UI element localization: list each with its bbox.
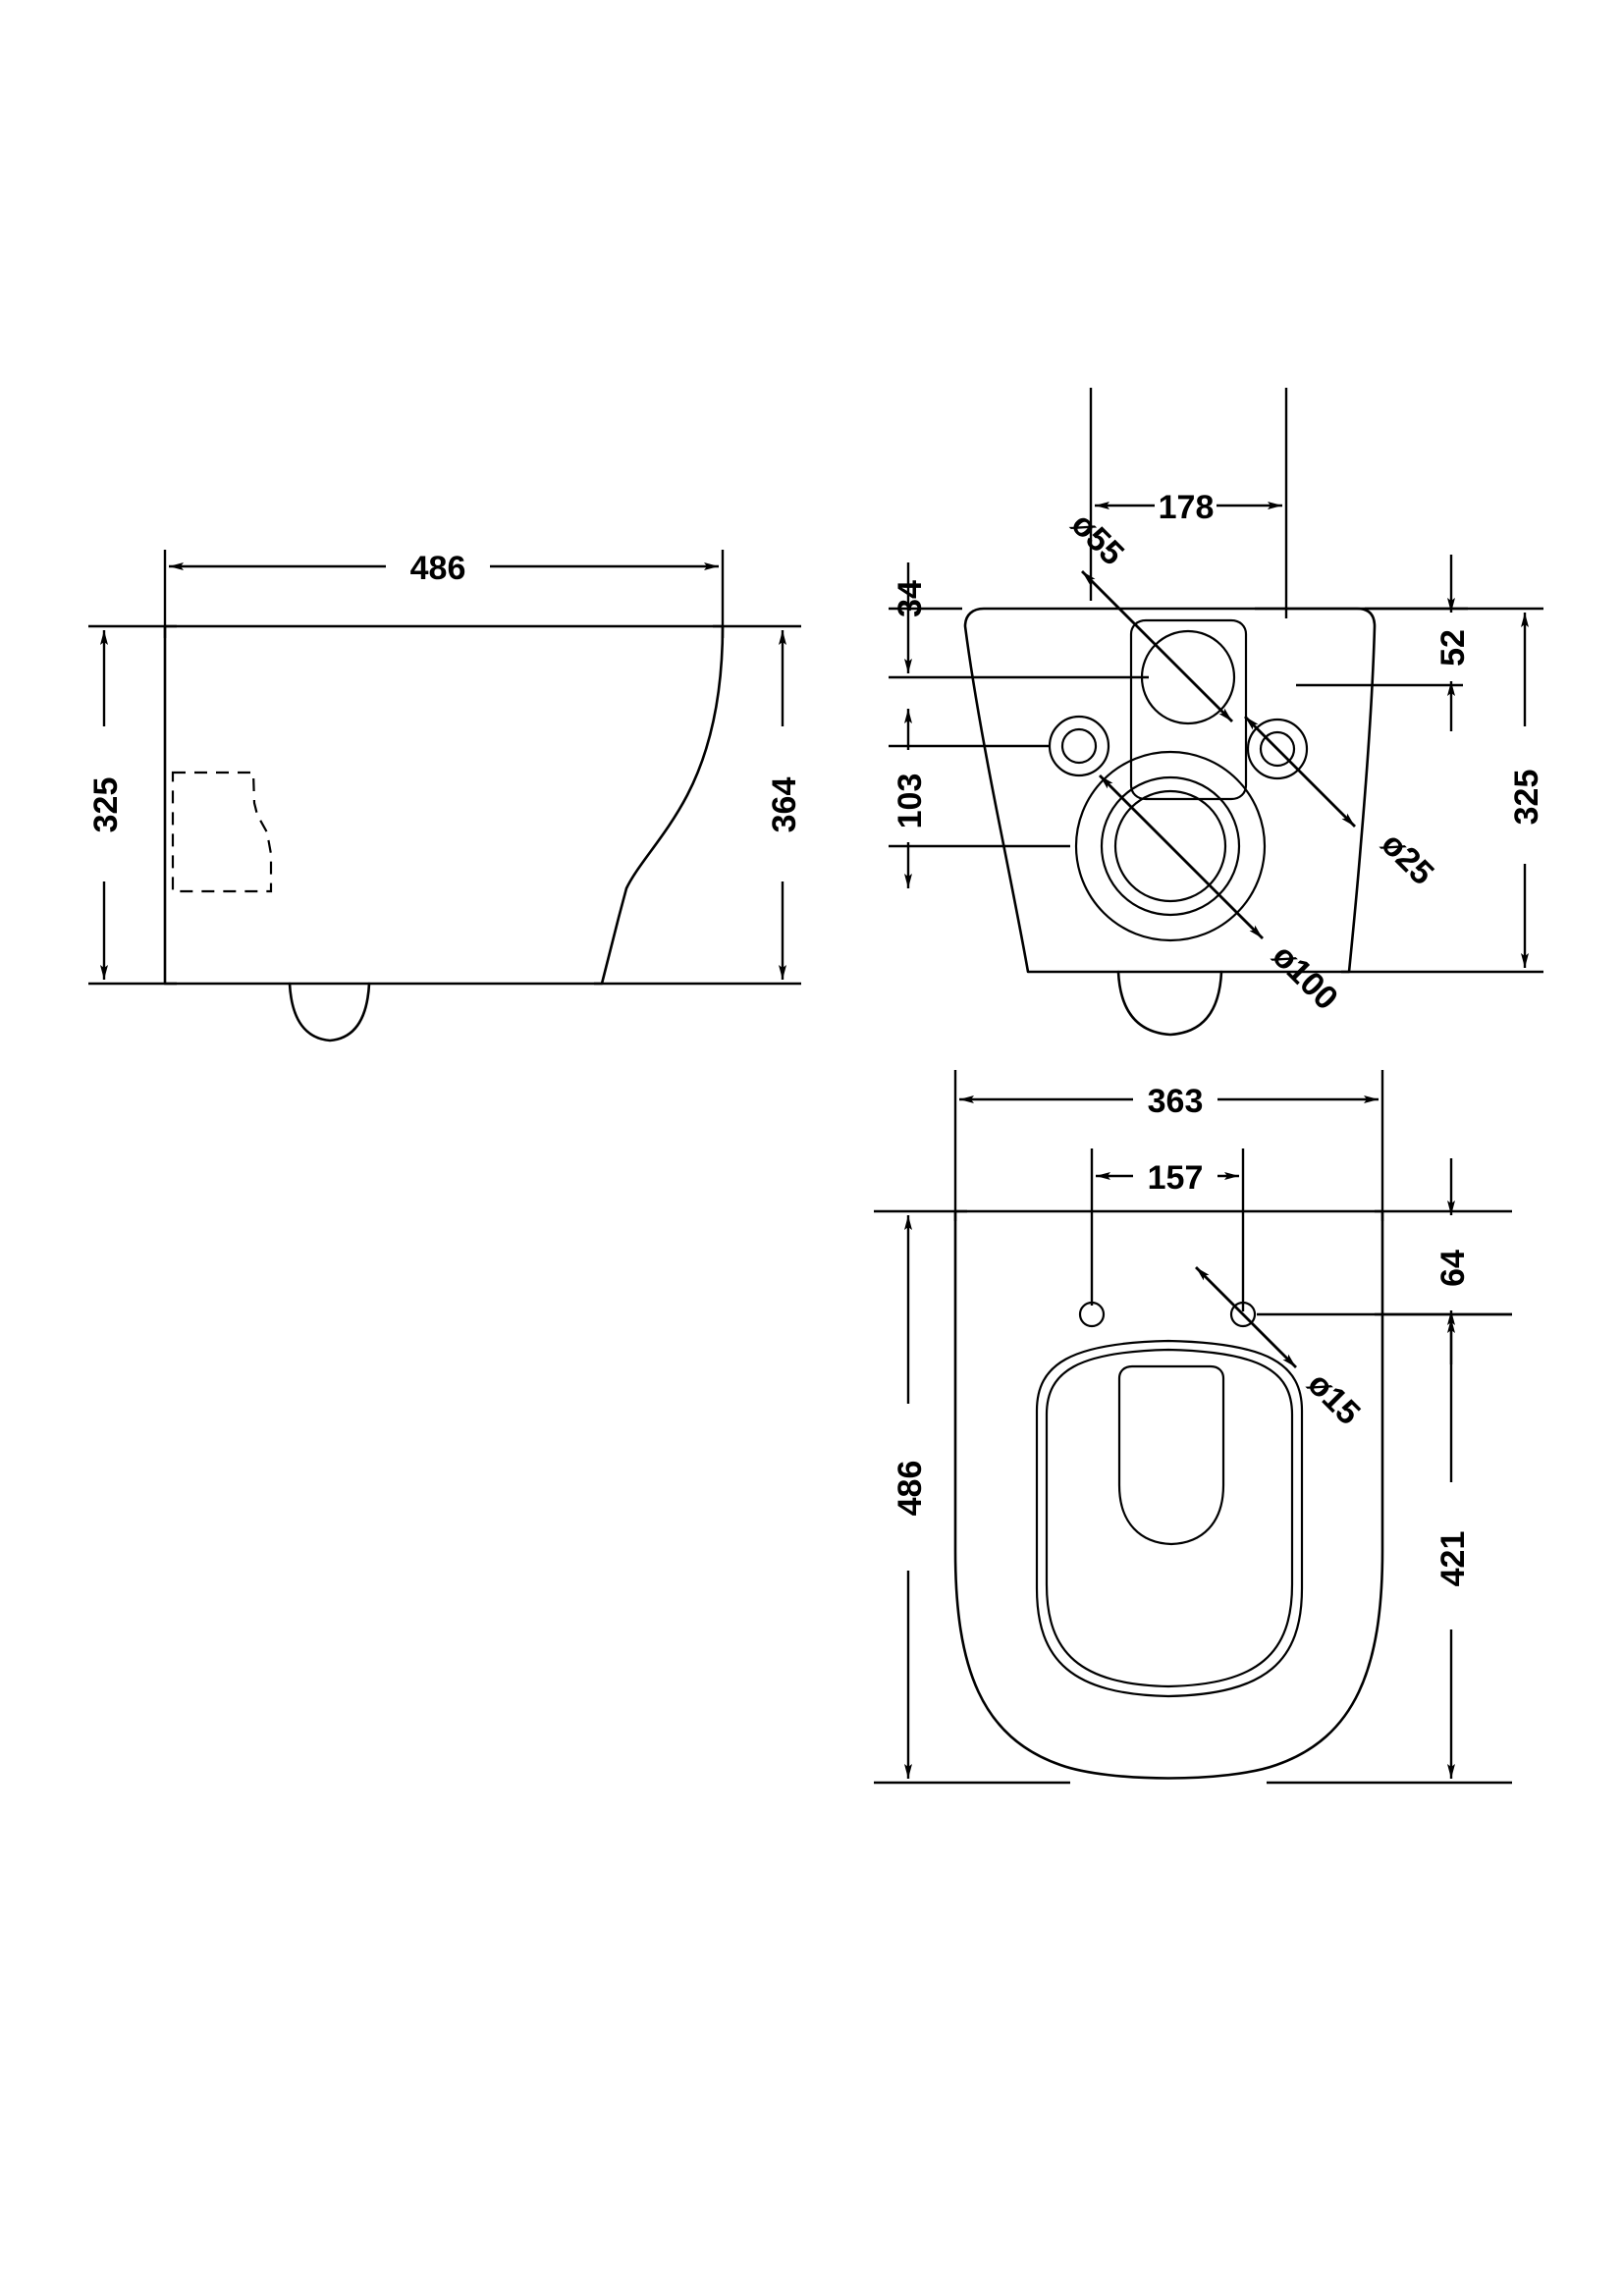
side-elevation-view: 486 325 364 <box>87 550 803 1042</box>
side-hidden-fixing-detail <box>171 771 273 893</box>
rear-left-bolt-outer-circle <box>1048 715 1110 777</box>
plan-outer-outline <box>953 1209 1384 1780</box>
dimension-label-64: 64 <box>1434 1250 1472 1287</box>
dimension-label-325-side: 325 <box>87 777 125 833</box>
callout-dia55: ø55 <box>1064 506 1233 722</box>
dimension-label-34: 34 <box>892 580 929 617</box>
dimension-label-dia100: ø100 <box>1265 937 1345 1018</box>
rear-elevation-view: 178 34 103 <box>889 388 1545 1037</box>
dimension-label-363: 363 <box>1148 1083 1204 1120</box>
dimension-label-52: 52 <box>1434 629 1472 667</box>
callout-dia15: ø15 <box>1195 1266 1368 1432</box>
dimension-rear-outlet-offset: 103 <box>889 709 1070 888</box>
rear-elevation-outline <box>963 607 1377 974</box>
dimension-label-486-plan: 486 <box>892 1461 929 1517</box>
rear-trap-dome <box>1116 970 1223 1037</box>
dimension-side-height-right: 364 <box>594 624 803 986</box>
side-elevation-outline <box>163 624 725 986</box>
dimension-plan-width: 363 <box>953 1070 1384 1221</box>
dimension-label-178: 178 <box>1159 489 1215 526</box>
dimension-label-486-side: 486 <box>410 550 466 587</box>
rear-soil-outlet-outer-circle <box>1074 750 1267 942</box>
dimension-label-dia25: ø25 <box>1374 826 1440 892</box>
dimension-plan-hole-offset: 64 <box>1257 1158 1512 1364</box>
dimension-label-dia55: ø55 <box>1064 506 1131 572</box>
plan-tongue-shape <box>1117 1364 1225 1546</box>
callout-dia100: ø100 <box>1099 774 1345 1018</box>
plan-rim-outer <box>1035 1339 1304 1698</box>
dimension-plan-hole-spacing: 157 <box>1090 1148 1245 1311</box>
plan-view: 363 157 64 <box>874 1070 1512 1785</box>
dimension-label-325-rear: 325 <box>1508 770 1545 826</box>
dimension-rear-height: 325 <box>1341 607 1545 974</box>
rear-left-bolt-inner-circle <box>1060 727 1098 765</box>
callout-dia25: ø25 <box>1244 716 1441 892</box>
dimension-label-103: 103 <box>892 774 929 829</box>
dimension-rear-top-offset: 34 <box>889 562 1149 679</box>
dimension-label-dia15: ø15 <box>1300 1365 1367 1432</box>
plan-rim-inner <box>1045 1348 1294 1688</box>
dimension-label-157: 157 <box>1148 1159 1204 1197</box>
dimension-label-364-side: 364 <box>766 777 803 833</box>
plan-left-fixing-hole <box>1078 1301 1106 1328</box>
side-trap-dome <box>288 982 371 1042</box>
dimension-side-width: 486 <box>163 550 725 638</box>
dimension-side-height-left: 325 <box>87 624 177 986</box>
dimension-rear-bolt-spacing: 178 <box>1089 388 1288 618</box>
dimension-plan-bowl-depth: 421 <box>1267 1312 1512 1785</box>
dimension-plan-depth: 486 <box>874 1209 1070 1785</box>
dimension-label-421: 421 <box>1434 1531 1472 1587</box>
